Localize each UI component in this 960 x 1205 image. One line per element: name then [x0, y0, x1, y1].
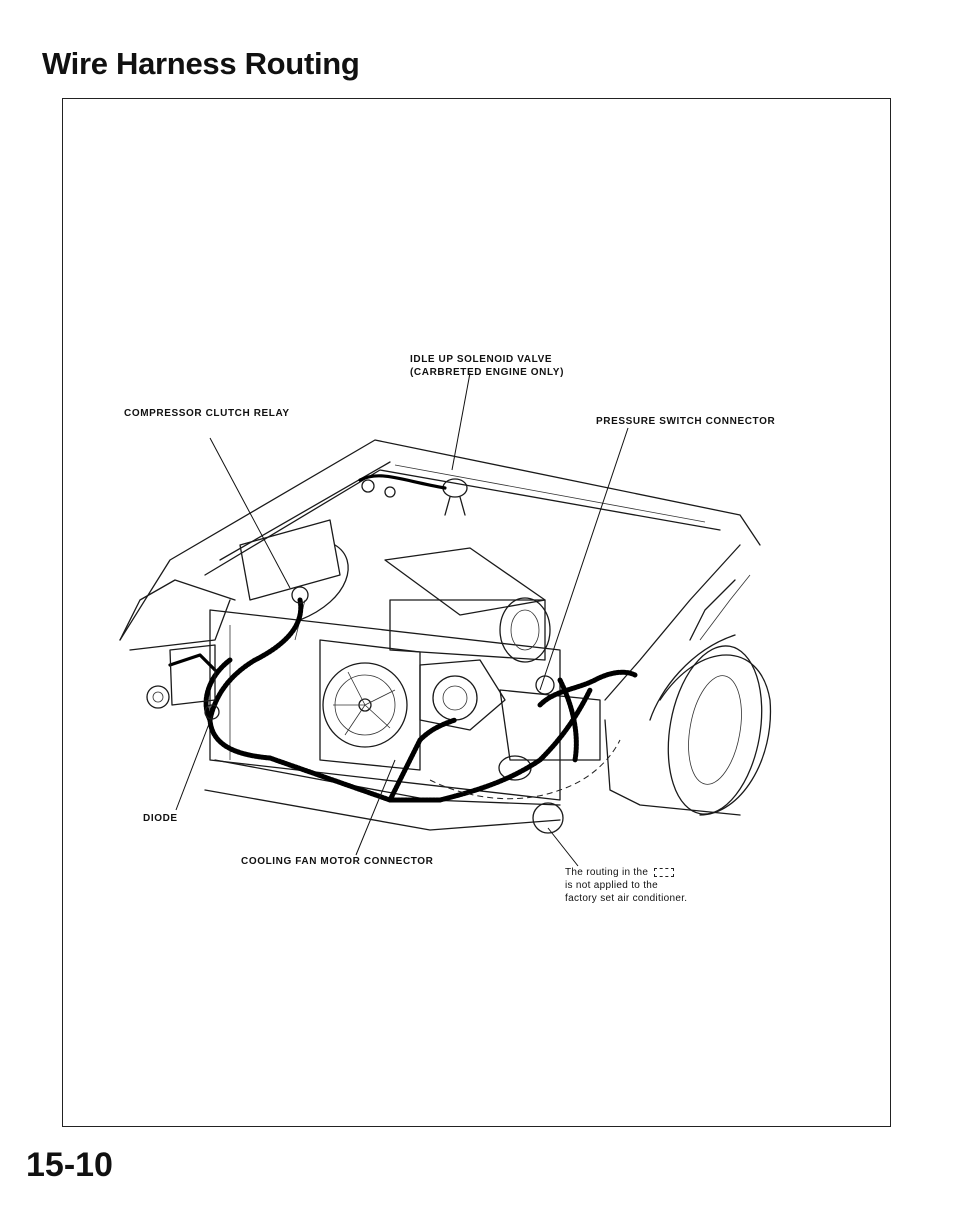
idle-up-solenoid-label-line2: (CARBRETED ENGINE ONLY)	[410, 367, 564, 378]
diode-label: DIODE	[143, 813, 178, 824]
routing-note-line1-text: The routing in the	[565, 867, 649, 878]
vehicle-body	[119, 544, 772, 816]
routing-note-line2: is not applied to the	[565, 880, 659, 891]
dashed-box-symbol	[654, 867, 675, 877]
routing-note-line1: The routing in the	[565, 866, 687, 879]
idle-up-solenoid-valve	[358, 474, 468, 516]
page-number: 15-10	[26, 1146, 113, 1184]
engine-block	[239, 519, 551, 663]
pressure-switch-connector-label: PRESSURE SWITCH CONNECTOR	[596, 416, 776, 427]
compressor-clutch-relay-label: COMPRESSOR CLUTCH RELAY	[124, 408, 290, 419]
wire-harness	[168, 597, 638, 803]
illustration-frame	[62, 98, 891, 1127]
idle-up-solenoid-label: IDLE UP SOLENOID VALVE (CARBRETED ENGINE…	[410, 353, 564, 379]
leader-lines	[175, 372, 629, 867]
page-title: Wire Harness Routing	[42, 46, 360, 81]
hood-outline	[119, 439, 761, 641]
routing-note-line3: factory set air conditioner.	[565, 893, 688, 904]
dashed-routing-area	[429, 739, 621, 800]
routing-note: The routing in the is not applied to the…	[565, 866, 687, 905]
cooling-fan-motor-connector-label: COOLING FAN MOTOR CONNECTOR	[241, 856, 434, 867]
idle-up-solenoid-label-line1: IDLE UP SOLENOID VALVE	[410, 354, 553, 365]
